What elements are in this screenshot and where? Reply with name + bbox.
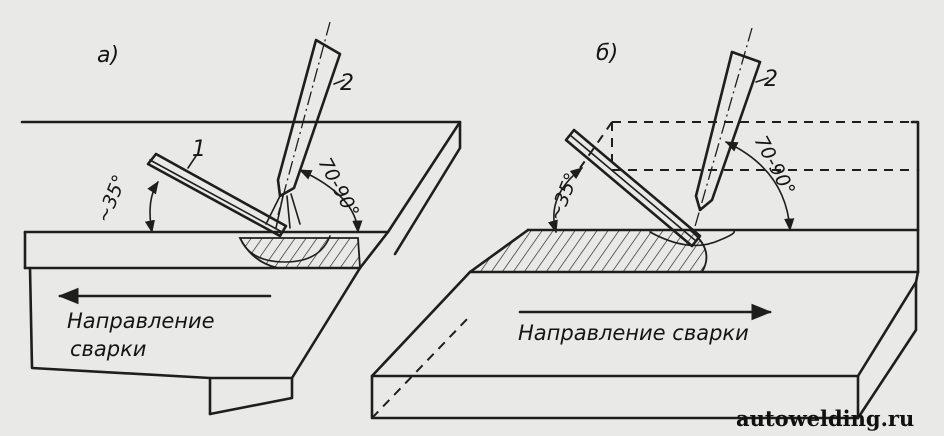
watermark-text: autowelding.ru bbox=[736, 406, 914, 431]
figure-a-direction-line2: сварки bbox=[70, 337, 146, 361]
figure-a-label: а) bbox=[97, 43, 119, 68]
figure-a-electrode-angle-label: ~35° bbox=[92, 172, 131, 226]
figure-b-electrode-angle-arc bbox=[547, 167, 584, 234]
figure-b-filler-rod bbox=[564, 128, 702, 248]
figure-b-torch-number: 2 bbox=[764, 67, 778, 92]
figure-a: а) 1 2 ~35° 70-90° Направление сварки bbox=[20, 21, 462, 416]
figure-a-upper-plate-edge bbox=[393, 120, 462, 256]
figure-a-electrode-angle-arc bbox=[144, 180, 159, 234]
figure-b-direction-text: Направление сварки bbox=[518, 321, 749, 345]
figure-a-filler-rod bbox=[146, 152, 288, 238]
figure-b-electrode-angle-label: ~35° bbox=[544, 170, 583, 224]
figure-a-torch bbox=[265, 21, 342, 229]
figure-a-weld-seam bbox=[238, 237, 361, 269]
figure-b-torch bbox=[693, 27, 762, 231]
figure-a-flame bbox=[265, 193, 301, 229]
figure-b-torch-angle-label: 70-90° bbox=[750, 132, 800, 199]
figure-b: б) 2 ~35° 70-90° Направление сварки bbox=[370, 27, 920, 420]
figure-b-weld-pool bbox=[649, 229, 736, 247]
figure-a-torch-angle-label: 70-90° bbox=[314, 154, 364, 221]
figure-a-lower-plate bbox=[208, 266, 362, 380]
figure-b-torch-angle-arc bbox=[724, 141, 795, 232]
figure-a-weld-pool bbox=[239, 235, 331, 263]
figure-b-label: б) bbox=[596, 41, 618, 66]
figure-a-plates bbox=[20, 120, 462, 416]
figure-a-torch-number: 2 bbox=[340, 71, 354, 96]
figure-a-torch-angle-arc bbox=[298, 169, 363, 234]
figure-a-direction-line1: Направление bbox=[67, 309, 215, 333]
figure-b-upper-plate-edge bbox=[910, 120, 920, 172]
figure-b-weld-seam bbox=[467, 229, 708, 273]
figure-a-electrode-number: 1 bbox=[192, 137, 206, 162]
